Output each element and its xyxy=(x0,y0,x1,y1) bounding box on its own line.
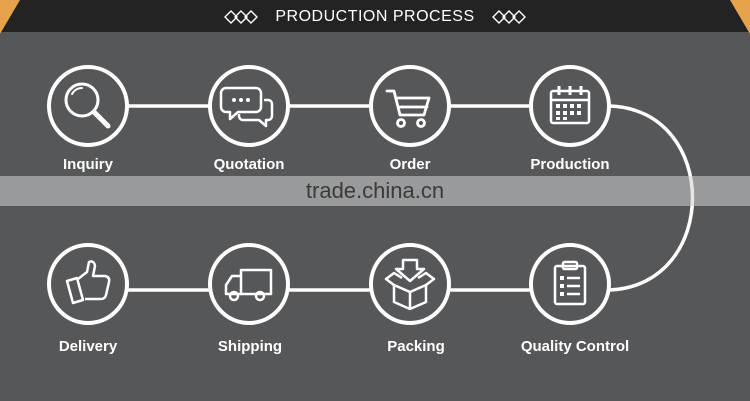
step-label-quality-control: Quality Control xyxy=(520,338,630,355)
header-corner-left xyxy=(0,0,20,34)
step-label-order: Order xyxy=(389,156,431,173)
step-circle-quotation xyxy=(208,65,290,147)
step-circle-production xyxy=(529,65,611,147)
truck-icon xyxy=(224,268,273,302)
step-circle-inquiry xyxy=(47,65,129,147)
header-corner-right xyxy=(730,0,750,34)
step-circle-quality-control xyxy=(529,243,611,325)
watermark-band xyxy=(0,176,750,206)
chat-bubbles-icon xyxy=(219,86,274,128)
step-label-packing: Packing xyxy=(387,338,445,355)
step-label-quotation: Quotation xyxy=(213,156,285,173)
header-bar-inner xyxy=(20,0,730,32)
step-label-production: Production xyxy=(530,156,610,173)
step-circle-delivery xyxy=(47,243,129,325)
diamond-ornament-right-icon xyxy=(491,10,526,24)
step-label-shipping: Shipping xyxy=(217,338,283,355)
calendar-icon xyxy=(549,86,591,125)
step-label-inquiry: Inquiry xyxy=(62,156,113,173)
header-title-group: PRODUCTION PROCESS xyxy=(0,0,750,34)
shopping-cart-icon xyxy=(385,89,431,128)
step-circle-packing xyxy=(369,243,451,325)
clipboard-checklist-icon xyxy=(553,260,587,306)
page-title: PRODUCTION PROCESS xyxy=(275,8,475,25)
step-circle-order xyxy=(369,65,451,147)
step-circle-shipping xyxy=(208,243,290,325)
step-label-delivery: Delivery xyxy=(58,338,118,355)
diamond-ornament-left-icon xyxy=(224,10,259,24)
magnifier-icon xyxy=(64,82,111,129)
watermark-text: trade.china.cn xyxy=(305,178,445,203)
thumbs-up-icon xyxy=(65,260,111,305)
box-icon xyxy=(384,258,436,311)
